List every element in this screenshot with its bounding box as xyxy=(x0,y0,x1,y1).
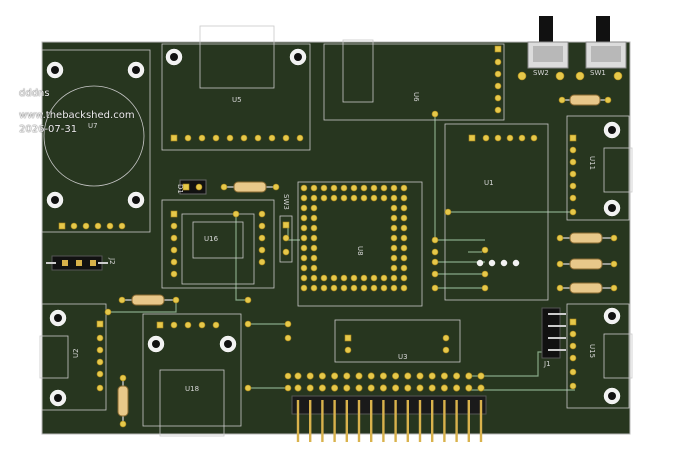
switch-sw1[interactable]: SW1 xyxy=(575,16,627,81)
u5-pins xyxy=(170,134,304,142)
component-u16[interactable]: U16 xyxy=(161,199,275,289)
u15-pins xyxy=(569,318,577,390)
u8-label: U8 xyxy=(356,246,364,256)
u18-label: U18 xyxy=(185,385,199,393)
j2-label: J2 xyxy=(108,257,116,265)
component-u15[interactable]: U15 xyxy=(566,303,633,409)
component-u18[interactable]: U18 xyxy=(142,313,252,437)
u16-label: U16 xyxy=(204,235,219,243)
u2-pins xyxy=(96,320,104,392)
u1-label: U1 xyxy=(484,179,494,187)
u7-pins xyxy=(58,222,126,230)
project-name: dddns xyxy=(19,88,50,99)
u11-label: U11 xyxy=(588,156,596,170)
u15-label: U15 xyxy=(588,344,596,358)
u1-pins xyxy=(468,134,538,267)
resistor-r6[interactable] xyxy=(118,294,180,306)
switch-sw2[interactable]: SW2 xyxy=(517,16,569,81)
u8-pins xyxy=(300,184,408,292)
u5-label: U5 xyxy=(232,96,242,104)
switch-sw3[interactable]: SW3 xyxy=(279,194,293,263)
j1-label: J1 xyxy=(543,360,551,368)
u16-pins xyxy=(170,210,266,278)
component-u8[interactable]: U8 xyxy=(297,181,423,307)
sw2-label: SW2 xyxy=(533,69,549,77)
connector-j2[interactable]: J2 xyxy=(46,255,116,271)
component-u6[interactable]: U6 xyxy=(323,39,505,121)
vias xyxy=(104,110,489,392)
diode-d1[interactable]: D1 xyxy=(176,179,207,195)
u6-label: U6 xyxy=(412,92,420,102)
connector-j1[interactable]: J1 xyxy=(541,307,566,368)
component-u11[interactable]: U11 xyxy=(566,115,633,221)
component-u7[interactable]: U7 xyxy=(41,49,151,233)
component-u5[interactable]: U5 xyxy=(161,25,311,151)
resistor-r3[interactable] xyxy=(556,258,618,270)
date-text: 2026-07-31 xyxy=(19,124,78,135)
component-u2[interactable]: U2 xyxy=(39,303,107,411)
resistor-r4[interactable] xyxy=(556,282,618,294)
u7-label: U7 xyxy=(88,122,98,130)
resistor-r7[interactable] xyxy=(117,374,129,428)
website-text: www.thebackshed.com xyxy=(19,110,135,121)
component-u3[interactable]: U3 xyxy=(334,319,461,363)
sw3-label: SW3 xyxy=(282,194,290,210)
u6-pins xyxy=(494,45,502,114)
resistor-r1[interactable] xyxy=(558,94,612,106)
u18-pins xyxy=(156,321,252,392)
sw1-label: SW1 xyxy=(590,69,606,77)
pcb-board[interactable] xyxy=(41,41,631,435)
u2-label: U2 xyxy=(72,348,80,358)
resistor-r2[interactable] xyxy=(556,232,618,244)
resistor-r5[interactable] xyxy=(220,181,280,193)
pin-header-bottom[interactable] xyxy=(291,372,487,442)
u11-pins xyxy=(569,134,577,216)
u3-label: U3 xyxy=(398,353,408,361)
d1-label: D1 xyxy=(176,184,184,194)
